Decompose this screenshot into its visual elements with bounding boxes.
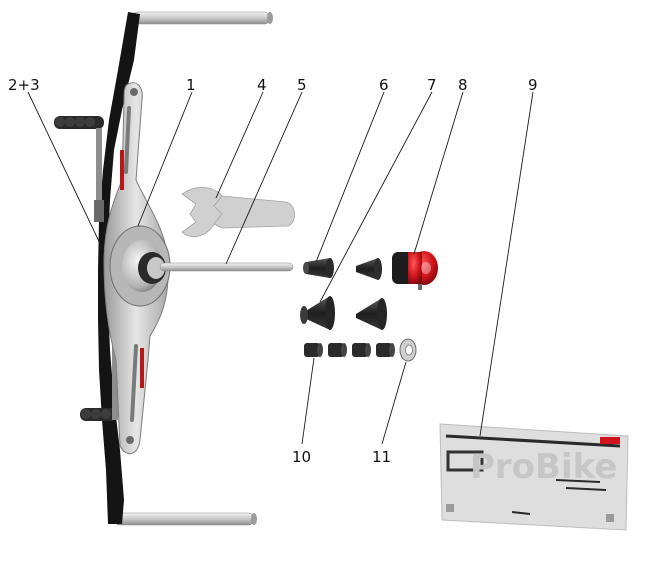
arm-brand-mark-top	[120, 150, 124, 190]
leader-4	[215, 91, 264, 199]
board-holder-right	[555, 479, 607, 491]
small-cone-6	[303, 258, 334, 278]
axle-rod	[159, 262, 294, 272]
callout-9: 9	[528, 76, 538, 94]
callout-7: 7	[427, 76, 437, 94]
leader-6	[315, 91, 385, 263]
leader-8	[413, 91, 464, 255]
spacer-set	[304, 343, 395, 357]
spacer-3	[352, 343, 371, 357]
board-rail	[445, 434, 621, 448]
board-logo-watermark: ProBike	[470, 447, 617, 487]
callout-11: 11	[372, 448, 391, 466]
black-frame	[98, 12, 140, 524]
upper-threaded-pin	[94, 128, 104, 222]
callout-4: 4	[257, 76, 267, 94]
large-cone-left	[300, 296, 335, 330]
lower-arm-slot	[130, 344, 138, 422]
leader-10	[301, 357, 315, 445]
lower-adjust-knob	[80, 408, 116, 421]
upper-adjust-knob	[54, 116, 104, 129]
callout-labels: 2+3 1 4 5 6 7 8 9 10 11	[8, 76, 538, 466]
leader-2-3	[27, 91, 105, 253]
arm-bolt-top	[130, 88, 138, 96]
wrench	[181, 187, 295, 238]
board-screw-left	[446, 504, 454, 512]
upper-arm-slot	[124, 106, 131, 174]
board-brand-tag	[600, 437, 620, 444]
callout-1: 1	[186, 76, 196, 94]
board-holder-left	[446, 450, 484, 472]
leader-7	[319, 91, 433, 303]
arm-bolt-bottom	[126, 436, 134, 444]
arm-brand-mark-bottom	[140, 348, 144, 388]
large-cone-right	[356, 298, 387, 330]
top-rod	[131, 11, 273, 25]
red-quick-knob	[392, 251, 438, 290]
callout-8: 8	[458, 76, 468, 94]
board-holder-bottom	[511, 511, 531, 515]
spacer-4	[376, 343, 395, 357]
leader-lines	[27, 91, 534, 445]
leader-5	[225, 91, 303, 265]
callout-5: 5	[297, 76, 307, 94]
spacer-2	[328, 343, 347, 357]
small-cone-7	[356, 258, 382, 280]
lock-nut	[399, 338, 417, 362]
leader-9	[479, 91, 534, 437]
leader-11	[381, 361, 407, 445]
leader-1	[137, 91, 193, 227]
truing-stand	[54, 11, 294, 526]
wall-board: ProBike	[439, 423, 629, 531]
spacer-1	[304, 343, 323, 357]
callout-10: 10	[292, 448, 311, 466]
bottom-rod	[113, 512, 257, 526]
board-screw-right	[606, 514, 614, 522]
callout-2-3: 2+3	[8, 76, 40, 94]
lower-threaded-pin	[112, 340, 118, 420]
callout-6: 6	[379, 76, 389, 94]
central-hub	[109, 225, 171, 307]
